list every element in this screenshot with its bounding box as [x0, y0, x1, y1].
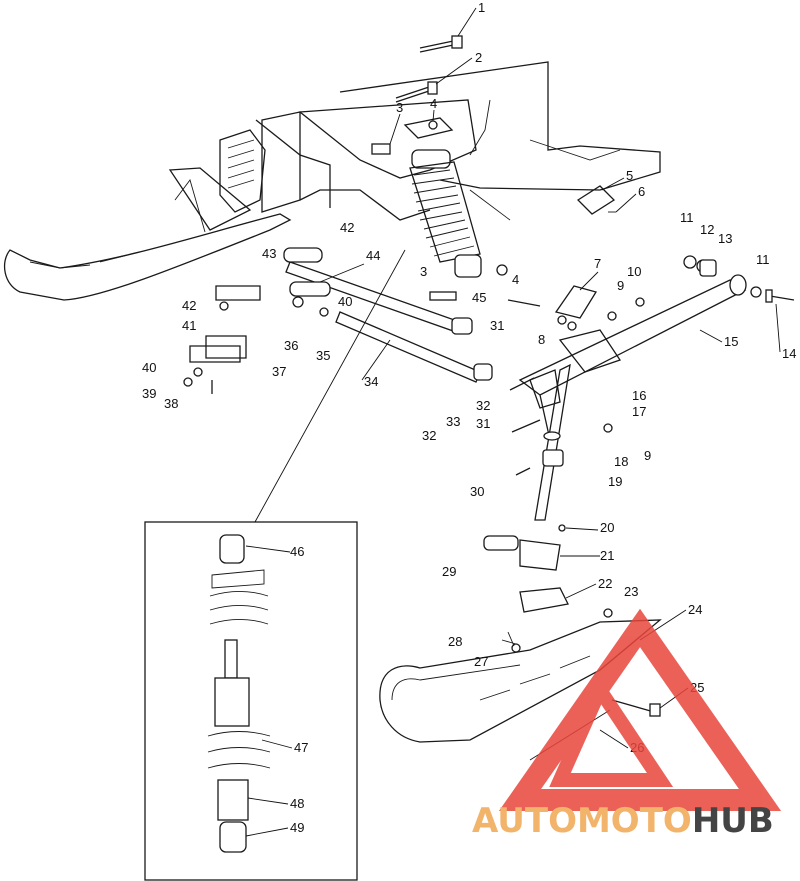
callout-7: 7 [594, 256, 601, 271]
callout-40b: 40 [338, 294, 352, 309]
radius-rods [283, 247, 493, 383]
shock-detail-inset [144, 249, 406, 881]
callout-9b: 9 [644, 448, 651, 463]
callout-24: 24 [688, 602, 702, 617]
callout-18: 18 [614, 454, 628, 469]
callout-33: 33 [446, 414, 460, 429]
shock-absorber-main [403, 117, 482, 278]
callout-34: 34 [364, 374, 378, 389]
callout-42b: 42 [340, 220, 354, 235]
callout-31: 31 [490, 318, 504, 333]
watermark-text-a: AUTOMOTO [472, 801, 692, 841]
callout-20: 20 [600, 520, 614, 535]
watermark-inner-triangle-icon [549, 675, 674, 787]
callout-29: 29 [442, 564, 456, 579]
callout-11: 11 [680, 210, 694, 225]
callout-5: 5 [626, 168, 633, 183]
chassis-frame [255, 61, 661, 221]
callout-36: 36 [284, 338, 298, 353]
spindle-assembly [483, 285, 645, 571]
callout-31b: 31 [476, 416, 490, 431]
brackets-left [183, 285, 329, 394]
upper-control-arm [518, 255, 795, 441]
callout-12: 12 [700, 222, 714, 237]
callout-10: 10 [627, 264, 641, 279]
callout-46: 46 [290, 544, 304, 559]
callout-45: 45 [472, 290, 486, 305]
callout-21: 21 [600, 548, 614, 563]
callout-3b: 3 [420, 264, 427, 279]
callout-39: 39 [142, 386, 156, 401]
callout-49: 49 [290, 820, 304, 835]
callout-15: 15 [724, 334, 738, 349]
callout-9: 9 [617, 278, 624, 293]
callout-42: 42 [182, 298, 196, 313]
callout-3: 3 [396, 100, 403, 115]
callout-1: 1 [478, 0, 485, 15]
callout-14: 14 [782, 346, 796, 361]
callout-2: 2 [475, 50, 482, 65]
callout-32b: 32 [422, 428, 436, 443]
bolts-top [371, 35, 508, 301]
callout-labels: 1 2 3 4 5 6 7 8 9 10 11 12 13 11 14 15 1… [142, 0, 796, 835]
callout-17: 17 [632, 404, 646, 419]
callout-16: 16 [632, 388, 646, 403]
callout-38: 38 [164, 396, 178, 411]
callout-47: 47 [294, 740, 308, 755]
callout-32: 32 [476, 398, 490, 413]
callout-28: 28 [448, 634, 462, 649]
leader-lines [245, 7, 781, 837]
callout-13: 13 [718, 231, 732, 246]
callout-40: 40 [142, 360, 156, 375]
callout-44: 44 [366, 248, 380, 263]
callout-41: 41 [182, 318, 196, 333]
callout-11b: 11 [756, 252, 770, 267]
callout-23: 23 [624, 584, 638, 599]
callout-4b: 4 [512, 272, 519, 287]
callout-35: 35 [316, 348, 330, 363]
watermark-logo [498, 608, 782, 811]
callout-19: 19 [608, 474, 622, 489]
watermark-triangle-icon [498, 608, 782, 811]
callout-30: 30 [470, 484, 484, 499]
callout-8: 8 [538, 332, 545, 347]
callout-27: 27 [474, 654, 488, 669]
callout-6: 6 [638, 184, 645, 199]
callout-37: 37 [272, 364, 286, 379]
decal-plate [576, 185, 616, 215]
callout-48: 48 [290, 796, 304, 811]
callout-4: 4 [430, 96, 437, 111]
watermark-text-b: HUB [692, 801, 774, 841]
callout-22: 22 [598, 576, 612, 591]
watermark-text: AUTOMOTOHUB [472, 801, 774, 841]
left-ski-assembly [3, 129, 292, 301]
callout-43: 43 [262, 246, 276, 261]
